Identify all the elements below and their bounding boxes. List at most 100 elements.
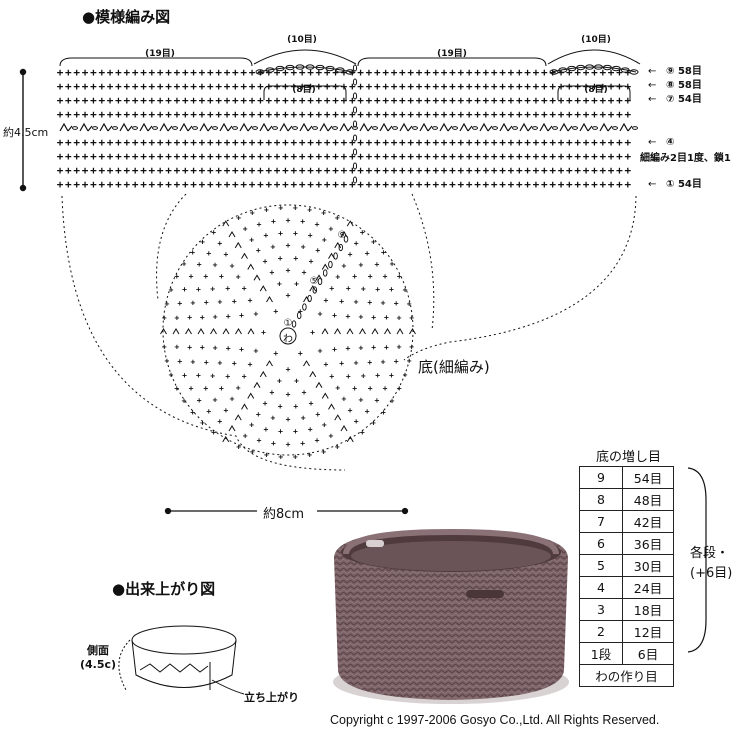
circle-stitch: +	[368, 384, 373, 393]
single-crochet-stitch: +	[533, 150, 540, 163]
single-crochet-stitch: +	[591, 150, 598, 163]
single-crochet-stitch: +	[491, 164, 498, 177]
circle-stitch: +	[236, 383, 241, 392]
circle-stitch: +	[273, 307, 278, 316]
single-crochet-stitch: +	[583, 150, 590, 163]
stitch-row: ++++++++++++++++++++++++++++++++++++++++…	[57, 150, 632, 163]
circle-stitch: +	[278, 254, 283, 263]
decrease-stitch	[539, 122, 553, 132]
circle-stitch: +	[277, 377, 282, 386]
circle-stitch: +	[359, 396, 364, 405]
circle-stitch: +	[403, 285, 408, 294]
single-crochet-stitch: +	[207, 136, 214, 149]
single-crochet-stitch: +	[65, 164, 72, 177]
single-crochet-stitch: +	[249, 164, 256, 177]
single-crochet-stitch: +	[332, 136, 339, 149]
single-crochet-stitch: +	[591, 66, 598, 79]
single-crochet-stitch: +	[224, 178, 231, 191]
increase-stitch	[328, 403, 335, 410]
single-crochet-stitch: +	[541, 80, 548, 93]
single-crochet-stitch: +	[257, 108, 264, 121]
single-crochet-stitch: +	[307, 136, 314, 149]
single-crochet-stitch: +	[508, 150, 515, 163]
single-crochet-stitch: +	[391, 66, 398, 79]
single-crochet-stitch: +	[132, 94, 139, 107]
circle-stitch: +	[277, 279, 282, 288]
circle-stitch: +	[381, 248, 386, 257]
circle-stitch: +	[189, 384, 194, 393]
single-crochet-stitch: +	[73, 150, 80, 163]
single-crochet-stitch: +	[132, 66, 139, 79]
single-crochet-stitch: +	[391, 164, 398, 177]
single-crochet-stitch: +	[107, 178, 114, 191]
single-crochet-stitch: +	[149, 136, 156, 149]
circle-stitch: +	[224, 250, 229, 259]
circle-stitch: +	[182, 396, 187, 405]
circle-stitch: +	[250, 447, 255, 456]
single-crochet-stitch: +	[341, 164, 348, 177]
single-crochet-stitch: +	[591, 94, 598, 107]
single-crochet-stitch: +	[82, 178, 89, 191]
single-crochet-stitch: +	[574, 66, 581, 79]
circle-stitch: +	[360, 228, 365, 237]
pattern-chart-heading: ●模様編み図	[82, 8, 171, 26]
circle-stitch: +	[164, 299, 169, 308]
circle-stitch: +	[248, 360, 253, 369]
circle-stitch: +	[286, 440, 291, 449]
single-crochet-stitch: +	[215, 136, 222, 149]
single-crochet-stitch: +	[599, 150, 606, 163]
single-crochet-stitch: +	[616, 178, 623, 191]
single-crochet-stitch: +	[82, 150, 89, 163]
single-crochet-stitch: +	[558, 136, 565, 149]
circle-stitch: +	[210, 285, 215, 294]
row-label-text: 細編み2目1度、鎖1	[640, 151, 731, 164]
round-cell: 5	[579, 554, 623, 577]
single-crochet-stitch: +	[608, 164, 615, 177]
single-crochet-stitch: +	[132, 150, 139, 163]
single-crochet-stitch: +	[549, 150, 556, 163]
single-crochet-stitch: +	[366, 108, 373, 121]
stitch-row: ++++++++++++++++++++++++++++++++++++++++…	[57, 94, 632, 107]
circle-stitch: +	[345, 312, 350, 321]
circle-stitch: +	[213, 260, 218, 269]
single-crochet-stitch: +	[391, 80, 398, 93]
circle-stitch: +	[390, 396, 395, 405]
single-crochet-stitch: +	[441, 136, 448, 149]
increase-stitch	[340, 425, 348, 432]
single-crochet-stitch: +	[616, 150, 623, 163]
single-crochet-stitch: +	[140, 108, 147, 121]
circle-stitch: +	[335, 273, 340, 282]
single-crochet-stitch: +	[599, 164, 606, 177]
single-crochet-stitch: +	[499, 136, 506, 149]
decrease-stitch	[619, 122, 633, 132]
circle-stitch: +	[263, 231, 268, 240]
single-crochet-stitch: +	[299, 66, 306, 79]
circle-stitch: +	[239, 345, 244, 354]
single-crochet-stitch: +	[316, 108, 323, 121]
magic-ring	[279, 327, 297, 345]
circle-stitch: +	[196, 285, 201, 294]
round-cell: 1段	[579, 642, 623, 665]
single-crochet-stitch: +	[524, 164, 531, 177]
single-crochet-stitch: +	[441, 178, 448, 191]
single-crochet-stitch: +	[182, 80, 189, 93]
circle-stitch: +	[335, 214, 340, 223]
single-crochet-stitch: +	[524, 108, 531, 121]
single-crochet-stitch: +	[232, 178, 239, 191]
span-count-label: (19目)	[145, 48, 175, 59]
single-crochet-stitch: +	[215, 150, 222, 163]
single-crochet-stitch: +	[616, 66, 623, 79]
chain-stitch	[592, 126, 598, 130]
single-crochet-stitch: +	[140, 150, 147, 163]
single-crochet-stitch: +	[457, 66, 464, 79]
single-crochet-stitch: +	[265, 164, 272, 177]
single-crochet-stitch: +	[157, 164, 164, 177]
circle-stitch: +	[264, 205, 269, 214]
single-crochet-stitch: +	[290, 150, 297, 163]
single-crochet-stitch: +	[90, 108, 97, 121]
single-crochet-stitch: +	[508, 178, 515, 191]
single-crochet-stitch: +	[199, 136, 206, 149]
single-crochet-stitch: +	[98, 150, 105, 163]
